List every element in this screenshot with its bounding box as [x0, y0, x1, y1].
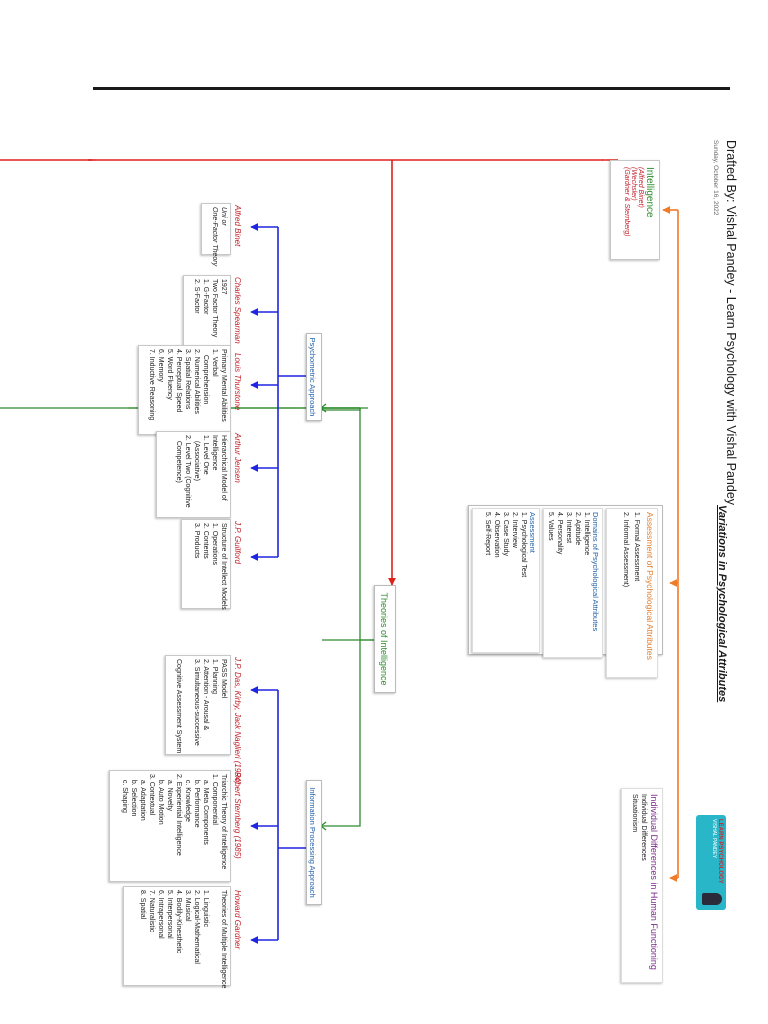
- theorist-gardner-name: Howard Gardner: [233, 890, 242, 950]
- assessment-methods-title: Assessment: [528, 512, 537, 553]
- individual-title: Individual Differences in Human Function…: [649, 794, 659, 970]
- theorist-binet-box: Uni or One-Factor Theory: [201, 203, 231, 267]
- method-1: 1. Psychological Test: [520, 512, 527, 578]
- blue-psychometric-connectors: [250, 223, 310, 561]
- blue-info-connectors: [250, 686, 310, 944]
- brand-logo: LEARN PSYCHOLOGY VISHAL PANDEY: [696, 815, 726, 910]
- document-title: Drafted By: Vishal Pandey - Learn Psycho…: [724, 140, 738, 506]
- theorist-sternberg-name: Robert Sternberg (1985): [233, 772, 242, 859]
- logo-person-icon: [702, 893, 722, 905]
- theories-label-box: Theories of Intelligence: [374, 585, 396, 693]
- theorist-binet-name: Alfred Binet: [233, 205, 242, 247]
- intelligence-box: Intelligence (Alfred Binet) (Wechsler) (…: [610, 160, 660, 260]
- psychometric-label-box: Psychometric Approach: [306, 333, 322, 421]
- domain-2: 2. Aptitude: [574, 512, 581, 546]
- theorist-das-text: PASS Model 1. Planning 2. Attention - Ar…: [175, 659, 227, 754]
- assessment-title: Assessment of Psychological Attributes: [645, 512, 655, 660]
- orange-connectors: [662, 206, 679, 882]
- theorist-gardner-box: Theories of Multiple Intelligence 1. Lin…: [123, 886, 231, 989]
- theorist-das-box: PASS Model 1. Planning 2. Attention - Ar…: [165, 655, 231, 755]
- theorist-thurstone-name: Louis Thurstone: [233, 353, 242, 411]
- assessment-methods-box: Assessment 1. Psychological Test 2. Inte…: [472, 508, 540, 653]
- theorist-thurstone-text: Primary Mental Abilities 1. Verbal Compr…: [148, 349, 227, 422]
- domains-title: Domains of Psychological Attributes: [591, 512, 600, 632]
- intelligence-line-3: (Gardner & Sternberg): [623, 167, 630, 237]
- theorist-guilford-box: Structure of Intellect Models 1. Operati…: [181, 519, 231, 610]
- theorist-thurstone-box: Primary Mental Abilities 1. Verbal Compr…: [138, 345, 231, 435]
- method-5: 5. Self-Report: [484, 512, 491, 556]
- theorist-jensen-box: Hierarchical Model of Intelligence 1. Le…: [156, 431, 231, 518]
- individual-line-2: Situationism: [631, 794, 638, 833]
- document-date: Sunday, October 16, 2022: [712, 140, 719, 216]
- theorist-spearman-text: 1927 Two Factor Theory 1. G-Factor 2. S-…: [193, 279, 227, 338]
- theorist-spearman-name: Charles Spearman: [233, 277, 242, 344]
- intelligence-line-2: (Wechsler): [630, 167, 637, 201]
- method-4: 4. Observation: [493, 512, 500, 558]
- domain-4: 4. Personality: [556, 512, 563, 555]
- theorist-sternberg-text: Triarchic Theory of Intelligence 1. Comp…: [121, 774, 227, 870]
- domain-3: 3. Interest: [565, 512, 572, 544]
- intelligence-line-1: (Alfred Binet): [637, 167, 644, 208]
- theorist-jensen-text: Hierarchical Model of Intelligence 1. Le…: [175, 435, 227, 508]
- domain-1: 1. Intelligence: [583, 512, 590, 556]
- intelligence-title: Intelligence: [644, 167, 655, 218]
- assessment-intro-1: 1. Formal Assessment: [633, 512, 640, 582]
- individual-differences-box: Individual Differences in Human Function…: [621, 788, 663, 983]
- method-2: 2. Interview: [511, 512, 518, 548]
- theorist-gardner-text: Theories of Multiple Intelligence 1. Lin…: [139, 890, 227, 989]
- individual-line-1: Individual Differences: [640, 794, 647, 861]
- info-processing-label-box: Information Processing Approach: [306, 780, 322, 905]
- theorist-spearman-box: 1927 Two Factor Theory 1. G-Factor 2. S-…: [183, 275, 231, 347]
- theorist-guilford-text: Structure of Intellect Models 1. Operati…: [193, 523, 227, 610]
- theorist-binet-text: Uni or One-Factor Theory: [211, 207, 227, 267]
- top-rule: [93, 87, 730, 90]
- domain-5: 5. Values: [547, 512, 554, 541]
- theorist-guilford-name: J.P. Guilford: [233, 521, 242, 564]
- psychometric-label: Psychometric Approach: [308, 337, 317, 417]
- info-processing-label: Information Processing Approach: [308, 787, 317, 898]
- assessment-intro-2: 2. Informal Assessment): [622, 512, 629, 588]
- assessment-inner-box: Assessment of Psychological Attributes 1…: [606, 508, 658, 678]
- theorist-sternberg-box: Triarchic Theory of Intelligence 1. Comp…: [109, 770, 231, 882]
- main-topic: Variations in Psychological Attributes: [716, 505, 728, 703]
- domains-box: Domains of Psychological Attributes 1. I…: [543, 508, 603, 658]
- method-3: 3. Case Study: [502, 512, 509, 556]
- theorist-das-name: J.P. Das, Kirby, Jack Naglieri (1994): [233, 657, 242, 784]
- theorist-jensen-name: Arthur Jensen: [233, 433, 242, 483]
- theories-label: Theories of Intelligence: [379, 592, 389, 686]
